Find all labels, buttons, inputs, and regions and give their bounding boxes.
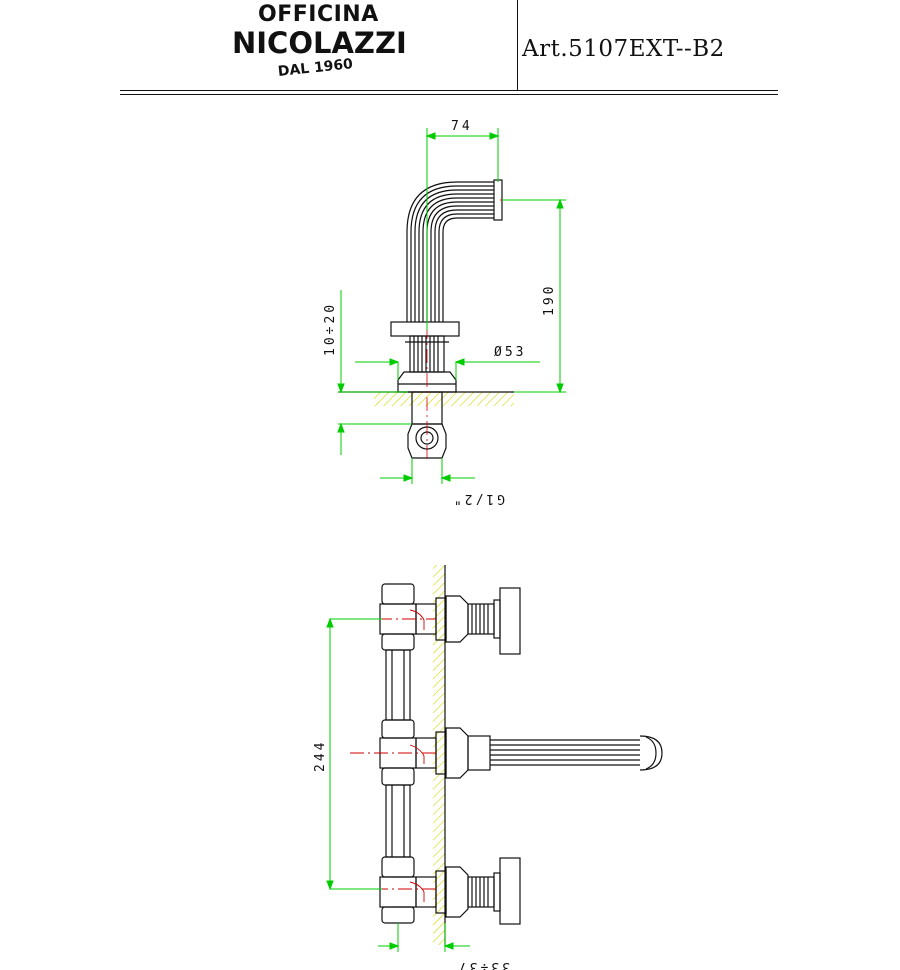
handle-bottom: [499, 857, 521, 925]
article-code: Art.5107EXT--B2: [522, 36, 725, 62]
front-dimension-lines: [326, 617, 470, 952]
wall-hatch: [433, 565, 445, 945]
dim-spout-reach: 74: [451, 119, 473, 134]
valve-body-top: [379, 583, 521, 655]
title-block: OFFICINA NICOLAZZI DAL 1960 Art.5107EXT-…: [0, 0, 900, 100]
logo-officina: OFFICINA: [258, 2, 379, 27]
side-view: [338, 179, 530, 462]
deck-hatch: [374, 392, 514, 406]
dim-spout-height: 190: [542, 284, 557, 316]
collar-plate: [390, 321, 460, 337]
header-rule-bottom: [120, 94, 778, 95]
vertical-pipe-lower: [385, 784, 411, 858]
spout-pipe: [406, 181, 494, 322]
spout-body-middle: [379, 719, 663, 786]
title-separator: [517, 0, 518, 91]
dim-wall-range: 33÷37: [456, 959, 510, 970]
handle-top: [499, 587, 521, 655]
dim-deck-thickness: 10÷20: [323, 302, 338, 356]
valve-body-bottom: [379, 856, 521, 925]
header-rule-top: [120, 90, 778, 91]
vertical-pipe-upper: [385, 649, 411, 721]
logo-nicolazzi: NICOLAZZI: [232, 26, 407, 60]
dim-flange-diameter: Ø53: [494, 345, 526, 360]
front-view: [330, 565, 663, 945]
dim-valve-spacing: 244: [313, 740, 328, 772]
dim-thread: G1/2": [451, 491, 505, 506]
side-dimension-lines: [337, 128, 566, 484]
